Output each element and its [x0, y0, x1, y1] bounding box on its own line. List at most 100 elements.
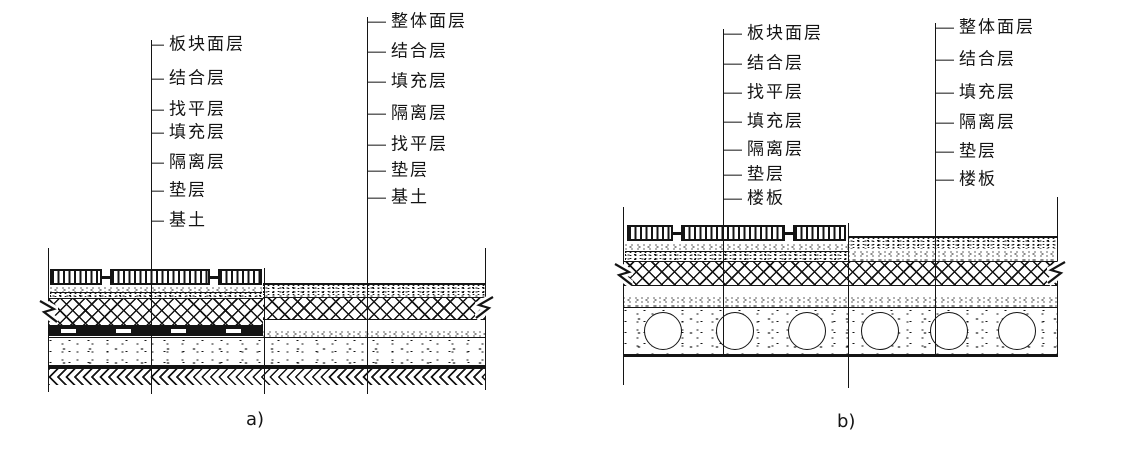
tile-block — [793, 225, 846, 241]
leveling-layer — [625, 251, 848, 261]
cushion-bottom-line — [48, 365, 485, 369]
tile-joint — [673, 225, 681, 241]
layer-label-text: 填充层 — [959, 82, 1016, 103]
tick-line — [724, 174, 742, 176]
tile-joint — [102, 269, 110, 285]
tick-line — [152, 190, 164, 192]
break-mark-icon — [475, 295, 495, 321]
cushion-layer — [623, 295, 1057, 308]
layer-label-text: 整体面层 — [959, 17, 1035, 38]
tick-line — [936, 151, 954, 153]
layer-label-text: 找平层 — [169, 99, 226, 120]
break-mark-icon — [38, 299, 58, 325]
break-mark-icon — [1047, 260, 1067, 286]
tick-line — [936, 122, 954, 124]
subsoil-layer — [48, 377, 485, 385]
tile-block — [50, 269, 102, 285]
layer-label-text: 整体面层 — [391, 11, 467, 32]
tile-surface-layer — [627, 225, 846, 241]
layer-label: 楼板 — [724, 188, 785, 209]
bonding-layer — [848, 249, 1057, 261]
layer-label: 结合层 — [368, 41, 448, 62]
tile-block — [627, 225, 673, 241]
layer-label: 隔离层 — [936, 112, 1016, 133]
layer-label: 隔离层 — [724, 139, 804, 160]
tick-line — [368, 197, 386, 199]
section-edge-line — [623, 207, 625, 385]
layer-label: 基土 — [152, 210, 207, 231]
tile-block — [681, 225, 785, 241]
layer-label: 填充层 — [152, 123, 226, 143]
tick-line — [368, 21, 386, 23]
tick-line — [724, 33, 742, 35]
layer-label-text: 楼板 — [959, 169, 997, 190]
tick-line — [936, 59, 954, 61]
tick-line — [368, 81, 386, 83]
leader-line-a-tile — [151, 40, 153, 394]
layer-label-text: 楼板 — [747, 188, 785, 209]
isolation-layer — [48, 326, 263, 336]
tick-line — [152, 78, 164, 80]
layer-label: 楼板 — [936, 169, 997, 190]
leveling-layer — [263, 329, 485, 337]
layer-label-text: 隔离层 — [169, 152, 226, 173]
tick-line — [936, 27, 954, 29]
layer-label: 找平层 — [152, 99, 226, 120]
tick-line — [936, 92, 954, 94]
section-edge-line — [484, 248, 486, 390]
layer-label-text: 结合层 — [169, 68, 226, 89]
leader-line-b-monolithic — [934, 23, 936, 357]
leader-line-a-monolithic — [366, 17, 368, 394]
layer-label-text: 基土 — [391, 187, 429, 208]
layer-label: 隔离层 — [368, 103, 448, 124]
hollow-core-circle — [788, 312, 826, 350]
layer-label: 填充层 — [368, 72, 448, 92]
layer-label-text: 找平层 — [391, 134, 448, 155]
tick-line — [152, 109, 164, 111]
layer-label: 找平层 — [724, 82, 804, 103]
filling-layer — [48, 298, 263, 326]
layer-label-text: 垫层 — [747, 164, 785, 185]
bonding-layer — [625, 242, 848, 251]
layer-label: 结合层 — [152, 68, 226, 89]
hollow-core-circle — [716, 312, 754, 350]
hollow-core-circle — [861, 312, 899, 350]
caption-a: a) — [246, 409, 265, 430]
tile-block — [110, 269, 210, 285]
layer-label: 垫层 — [368, 161, 429, 181]
tick-line — [936, 179, 954, 181]
layer-label-text: 板块面层 — [747, 23, 823, 44]
layer-label-text: 隔离层 — [959, 112, 1016, 133]
layer-label-text: 隔离层 — [747, 139, 804, 160]
layer-label: 基土 — [368, 187, 429, 208]
layer-label: 填充层 — [724, 111, 804, 132]
break-mark-icon — [613, 262, 633, 288]
layer-label: 垫层 — [152, 180, 207, 201]
layer-label: 结合层 — [936, 50, 1016, 70]
tick-line — [368, 51, 386, 53]
layer-label-text: 结合层 — [391, 41, 448, 62]
layer-label-text: 隔离层 — [391, 103, 448, 124]
layer-label: 板块面层 — [152, 35, 245, 55]
section-divider-line — [263, 268, 265, 394]
monolithic-surface-layer — [848, 236, 1057, 238]
monolithic-surface-layer — [263, 283, 485, 285]
layer-label-text: 找平层 — [747, 82, 804, 103]
layer-label: 填充层 — [936, 82, 1016, 103]
layer-label-text: 垫层 — [959, 141, 997, 162]
layer-label-text: 垫层 — [169, 180, 207, 201]
layer-label-text: 基土 — [169, 210, 207, 231]
filling-layer — [623, 261, 1057, 286]
cushion-layer — [48, 337, 485, 365]
layer-label: 垫层 — [936, 141, 997, 162]
layer-label-text: 填充层 — [747, 111, 804, 132]
tick-line — [152, 220, 164, 222]
monolithic-surface-layer — [848, 238, 1057, 249]
tick-line — [724, 198, 742, 200]
tick-line — [368, 113, 386, 115]
hollow-core-circle — [998, 312, 1036, 350]
tick-line — [152, 44, 164, 46]
floor-slab-layer — [623, 308, 1057, 357]
bonding-layer — [50, 285, 262, 292]
tick-line — [724, 92, 742, 94]
